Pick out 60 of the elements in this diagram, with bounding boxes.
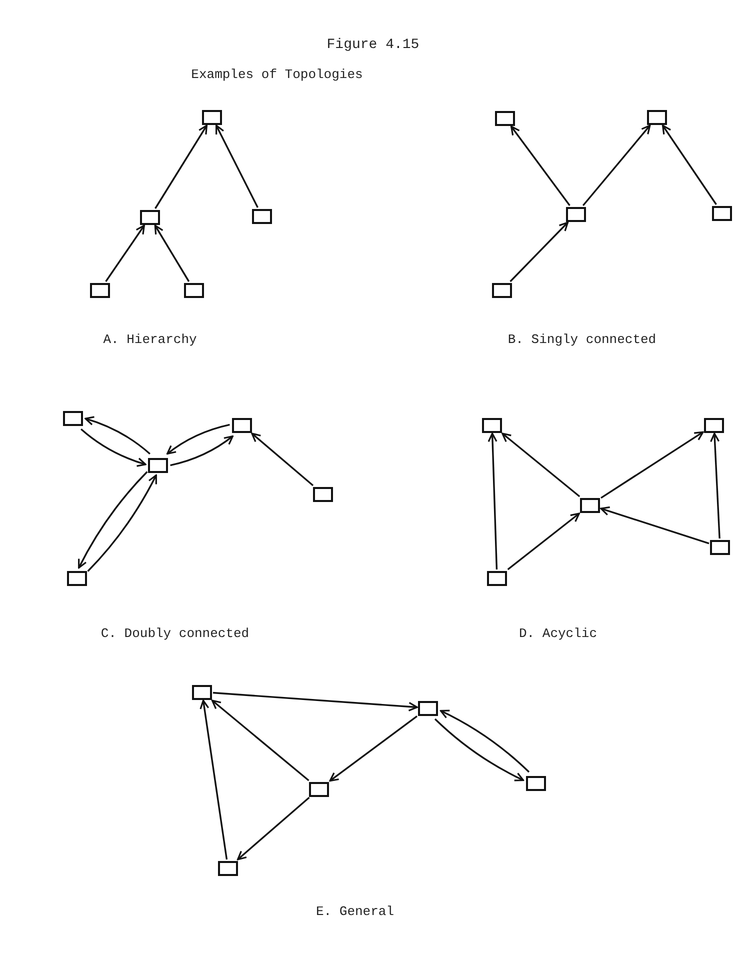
node-box <box>67 570 87 586</box>
node-box <box>647 110 667 124</box>
node-box <box>140 210 160 224</box>
arrow <box>84 416 150 455</box>
node-box <box>526 776 546 790</box>
node-box <box>202 110 222 124</box>
panel-label: E. General <box>316 904 394 919</box>
node-box <box>148 458 168 472</box>
node-box <box>313 486 333 502</box>
arrow <box>600 431 704 499</box>
node-box <box>309 782 329 796</box>
node-box <box>566 206 586 222</box>
node-box <box>252 208 272 224</box>
arrow <box>87 474 157 572</box>
panel-label: C. Doubly connected <box>100 626 250 641</box>
arrow <box>200 700 228 860</box>
arrow <box>80 428 146 467</box>
arrow <box>502 432 580 498</box>
arrow <box>211 700 310 782</box>
node-box <box>192 684 212 700</box>
node-box <box>580 498 600 512</box>
figure-title: Figure 4.15 <box>326 37 420 53</box>
arrow <box>510 222 569 282</box>
node-box <box>492 282 512 298</box>
arrow <box>510 126 570 206</box>
node-box <box>710 540 730 554</box>
node-box <box>218 860 238 876</box>
node-box <box>418 700 438 716</box>
arrow <box>710 432 720 539</box>
node-box <box>704 418 724 432</box>
arrow <box>105 224 145 282</box>
arrow <box>582 124 651 206</box>
arrow <box>170 435 234 466</box>
figure-subtitle: Examples of Topologies <box>191 67 363 82</box>
arrow <box>154 224 190 282</box>
node-box <box>487 570 507 586</box>
arrow <box>662 124 717 205</box>
node-box <box>495 110 515 126</box>
arrow <box>166 424 230 455</box>
arrow <box>216 124 258 208</box>
arrow <box>600 506 710 544</box>
arrow <box>434 718 524 782</box>
node-box <box>712 206 732 220</box>
node-box <box>63 410 83 426</box>
arrow <box>251 432 314 486</box>
panel-label: A. Hierarchy <box>103 332 197 347</box>
node-box <box>482 418 502 432</box>
node-box <box>184 282 204 298</box>
arrow <box>154 124 208 209</box>
arrow <box>212 692 418 712</box>
node-box <box>90 282 110 298</box>
arrow <box>440 710 530 773</box>
node-box <box>232 418 252 432</box>
panel-label: D. Acyclic <box>519 626 597 641</box>
arrow <box>488 432 498 570</box>
arrow <box>78 471 148 569</box>
arrow <box>329 716 418 782</box>
arrow <box>507 512 580 570</box>
panel-label: B. Singly connected <box>508 332 656 347</box>
arrow <box>237 796 310 860</box>
